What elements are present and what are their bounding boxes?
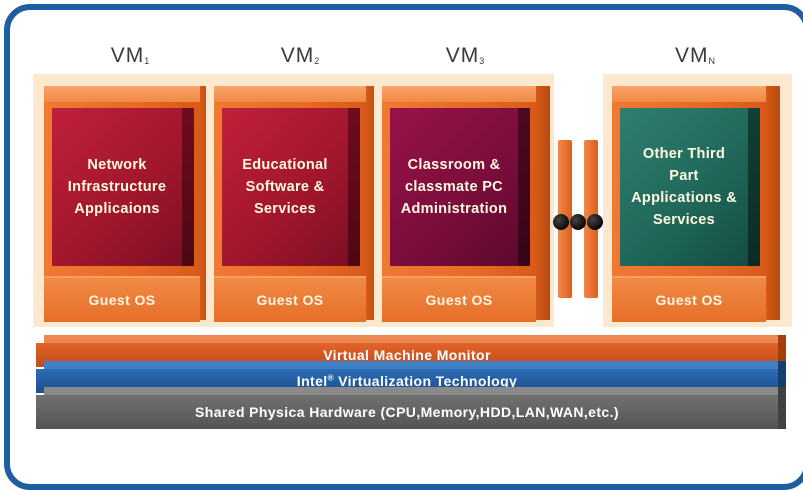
ellipsis-dot bbox=[587, 214, 603, 230]
vm-2-panel-label: Educational Software & Services bbox=[242, 157, 328, 217]
vm-n-guest-os: Guest OS bbox=[612, 276, 766, 322]
vm-1-panel-edge bbox=[182, 108, 194, 266]
vm-n-container-side bbox=[766, 86, 780, 320]
vm-2-panel: Educational Software & Services bbox=[222, 108, 348, 266]
vm-3-panel-edge bbox=[518, 108, 530, 266]
vm-1-panel: Network Infrastructure Applicaions bbox=[52, 108, 182, 266]
vm-1-title: VM1 bbox=[110, 44, 150, 67]
vm-3-guest-os: Guest OS bbox=[382, 276, 536, 322]
vm-n-title: VMN bbox=[675, 44, 715, 67]
ellipsis bbox=[553, 212, 603, 232]
hardware-bar-side bbox=[778, 387, 786, 429]
vm-1-container-top bbox=[44, 86, 210, 102]
intel-virtualization-label: Intel® Virtualization Technology bbox=[296, 373, 518, 389]
vm-n-panel-edge bbox=[748, 108, 760, 266]
vm-1-guest-os: Guest OS bbox=[44, 276, 200, 322]
vm-3-container-side bbox=[536, 86, 550, 320]
vmm-bar-top bbox=[44, 335, 778, 343]
vm-n-guest-os-label: Guest OS bbox=[655, 292, 723, 308]
shared-hardware-bar: Shared Physica Hardware (CPU,Memory,HDD,… bbox=[36, 395, 778, 429]
virtual-machine-monitor-label: Virtual Machine Monitor bbox=[323, 347, 491, 363]
vm-2-guest-os: Guest OS bbox=[214, 276, 366, 322]
vmm-bar-side bbox=[778, 335, 786, 367]
vm-3-guest-os-label: Guest OS bbox=[425, 292, 493, 308]
vm-n-panel: Other Third Part Applications & Services bbox=[620, 108, 748, 266]
vm-1-guest-os-label: Guest OS bbox=[88, 292, 156, 308]
vm-2-guest-os-label: Guest OS bbox=[256, 292, 324, 308]
vm-2-panel-edge bbox=[348, 108, 360, 266]
ellipsis-dot bbox=[553, 214, 569, 230]
vm-3-title: VM3 bbox=[445, 44, 485, 67]
vm-1-panel-label: Network Infrastructure Applicaions bbox=[67, 157, 167, 217]
vt-bar-top bbox=[44, 361, 778, 369]
vm-2-title: VM2 bbox=[280, 44, 320, 67]
vm-2-container-top bbox=[214, 86, 376, 102]
vt-bar-side bbox=[778, 361, 786, 393]
vm-3-panel: Classroom & classmate PC Administration bbox=[390, 108, 518, 266]
vm-3-panel-label: Classroom & classmate PC Administration bbox=[400, 157, 508, 217]
ellipsis-dot bbox=[570, 214, 586, 230]
vm-3-container-top bbox=[382, 86, 546, 102]
vm-n-panel-label: Other Third Part Applications & Services bbox=[631, 146, 737, 228]
shared-hardware-label: Shared Physica Hardware (CPU,Memory,HDD,… bbox=[195, 404, 619, 420]
vm-n-container-top bbox=[612, 86, 776, 102]
hardware-bar-top bbox=[44, 387, 778, 395]
